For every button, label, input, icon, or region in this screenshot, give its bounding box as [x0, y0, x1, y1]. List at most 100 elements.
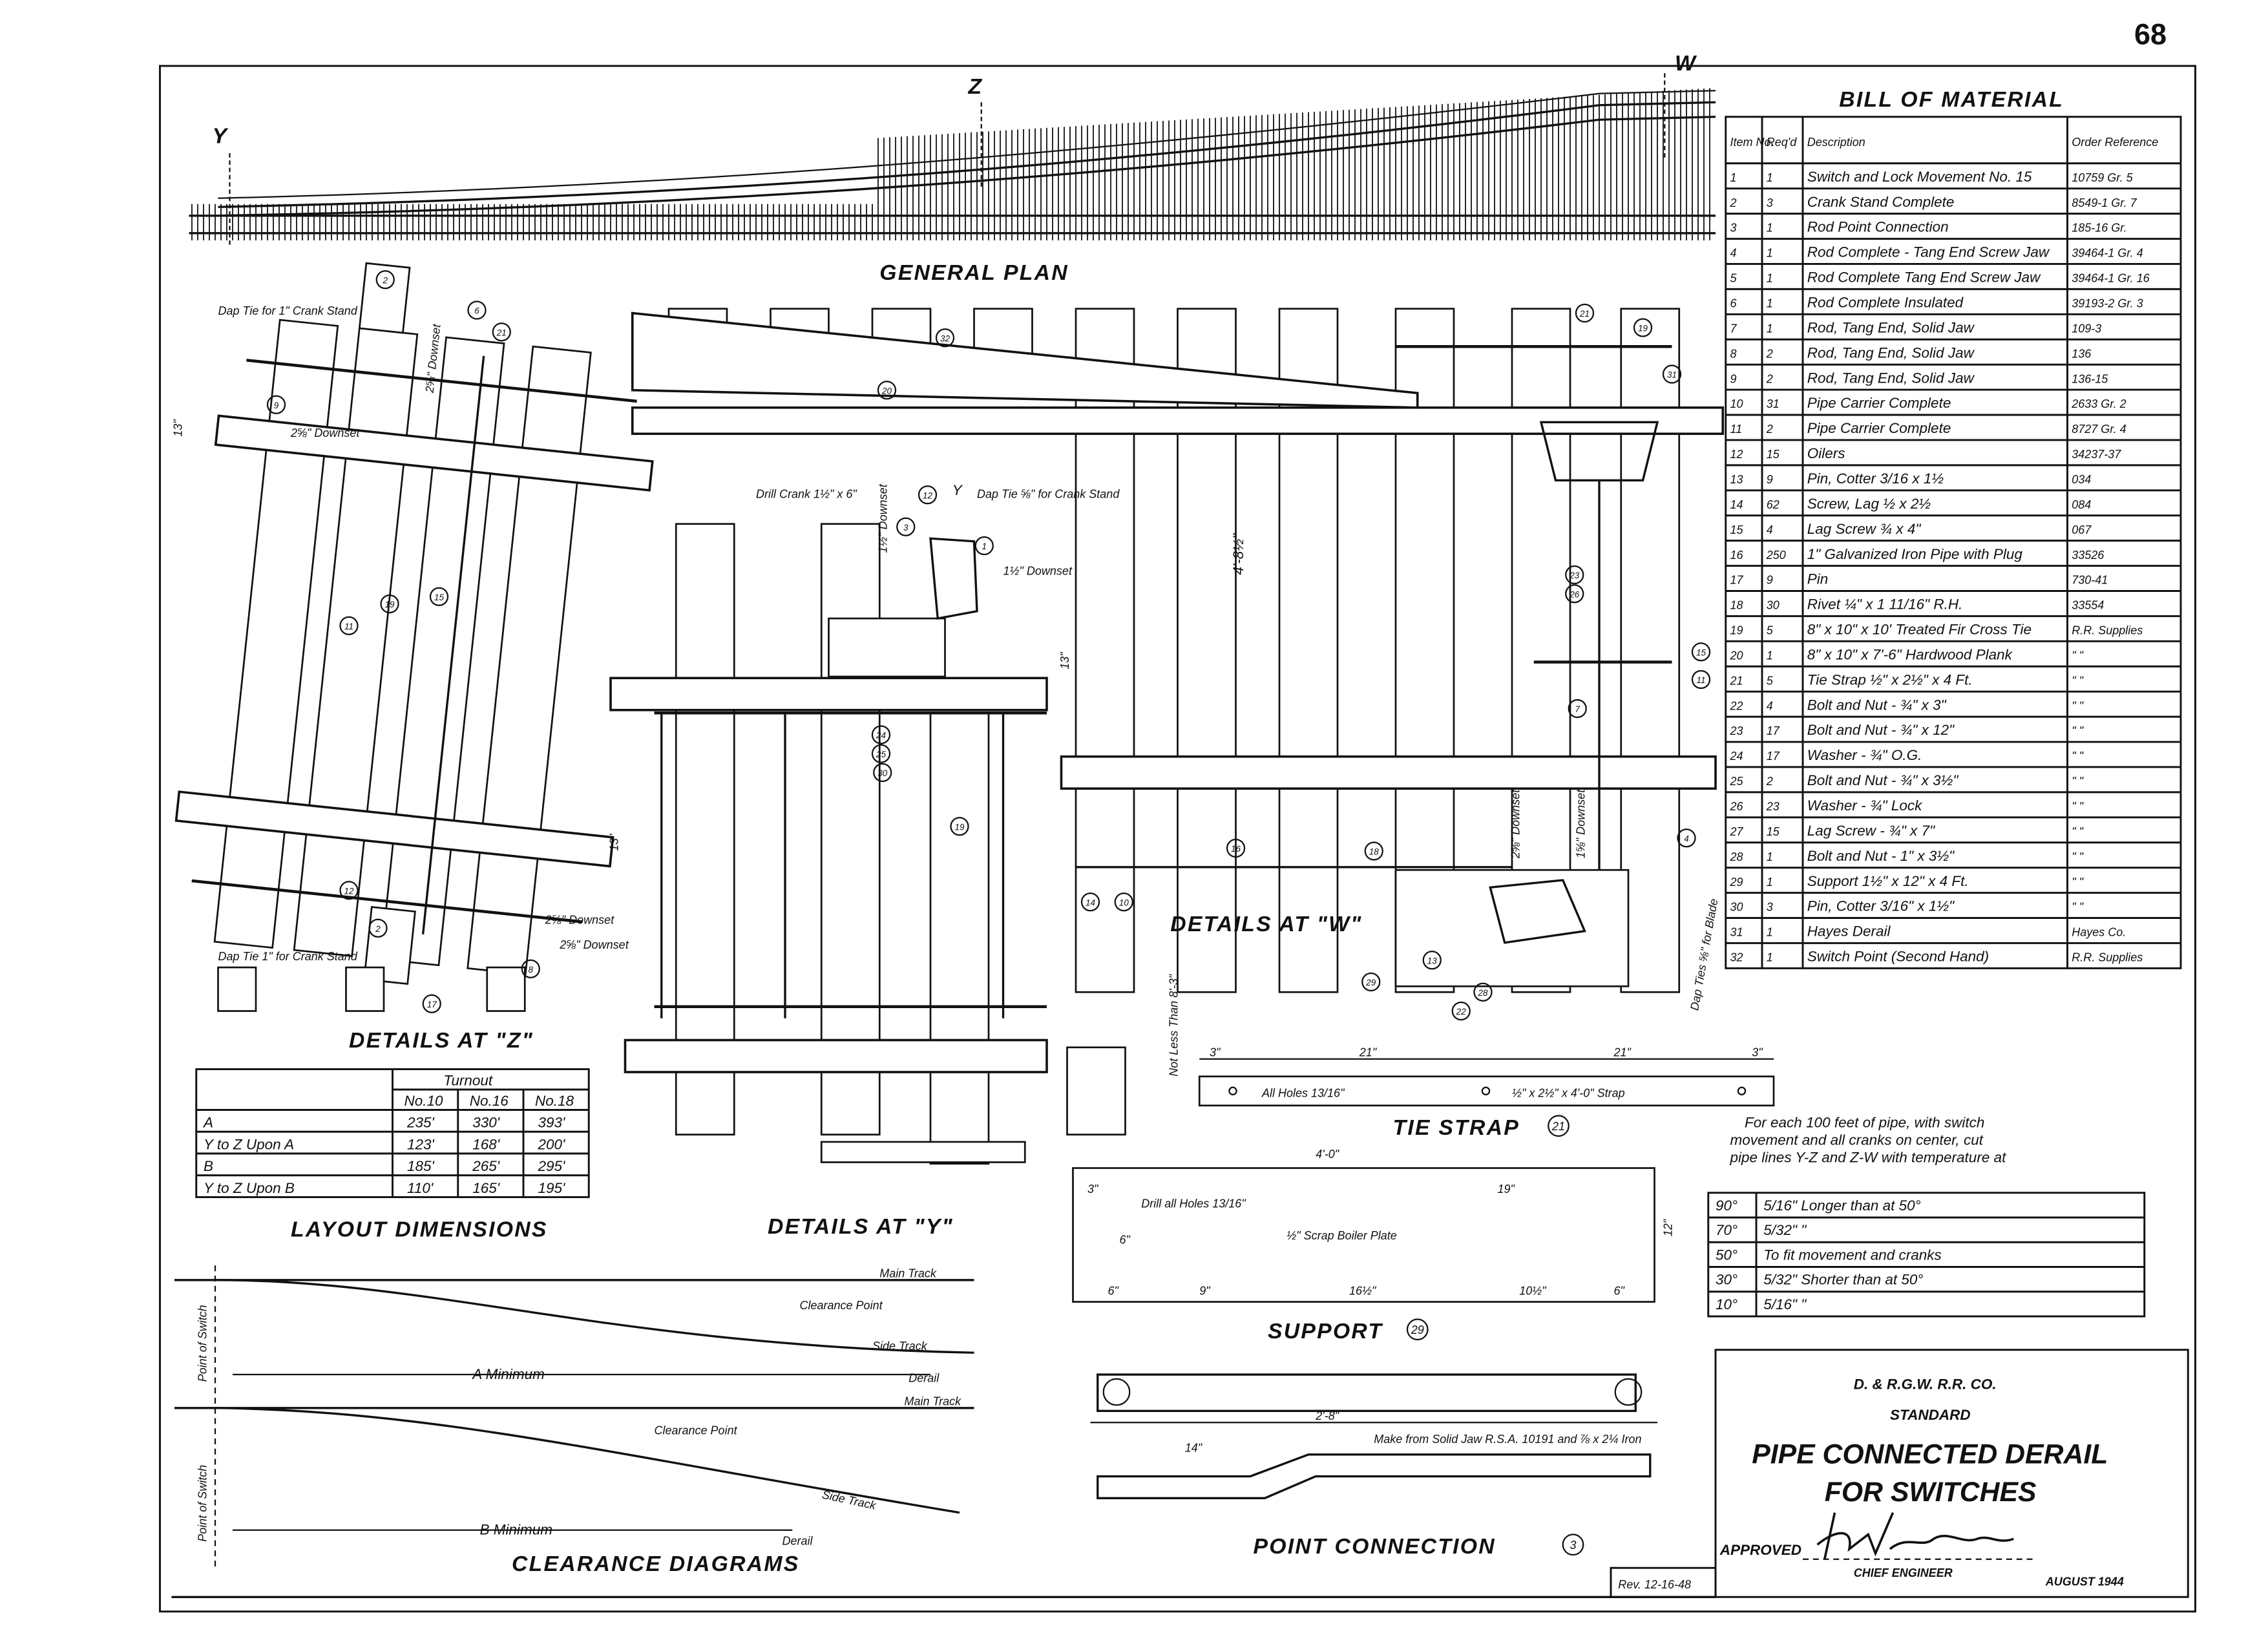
clearance-point-switch-1: Point of Switch: [196, 1305, 209, 1382]
callout-number: 32: [940, 333, 950, 343]
bom-description: Rod, Tang End, Solid Jaw: [1807, 370, 1975, 386]
bom-required: 9: [1767, 574, 1773, 587]
bom-required: 1: [1767, 297, 1773, 310]
bom-order-reference: " ": [2072, 901, 2084, 914]
tie-strap-drawing: [1198, 1058, 1775, 1107]
w-dap-blade: Dap Ties ⅝" for Blade: [1688, 898, 1720, 1011]
bom-required: 1: [1767, 222, 1773, 235]
callout-number: 19: [954, 822, 965, 832]
sheet-border: [159, 65, 2196, 1613]
callout-circle: [896, 517, 916, 536]
bom-description: Crank Stand Complete: [1807, 194, 1955, 210]
bom-header: Req'd: [1767, 136, 1797, 149]
bom-item-no: 14: [1730, 498, 1743, 511]
callout-number: 18: [1369, 847, 1380, 857]
approved-label: APPROVED: [1719, 1542, 1801, 1558]
bom-description: Rod, Tang End, Solid Jaw: [1807, 344, 1975, 361]
bom-description: 1" Galvanized Iron Pipe with Plug: [1807, 546, 2023, 562]
revision: Rev. 12-16-48: [1618, 1578, 1691, 1591]
bom-required: 17: [1767, 724, 1780, 737]
layout-cell: 110': [407, 1180, 434, 1196]
callout-number: 8: [528, 965, 533, 975]
support-dim-6: 10½": [1519, 1284, 1547, 1297]
callout-number: 29: [1365, 978, 1376, 987]
z-dim-13b: 13": [607, 833, 620, 851]
callout-number: 23: [1569, 571, 1580, 580]
callout-number: 9: [274, 401, 279, 410]
support-dim-3: 6": [1120, 1234, 1131, 1247]
bom-required: 1: [1767, 247, 1773, 260]
support-drill: Drill all Holes 13/16": [1141, 1197, 1246, 1210]
callout-number: 15: [1696, 648, 1706, 657]
clearance-main-track-2: Main Track: [905, 1395, 962, 1407]
item-callouts: 3220211931262191915111312172831212425301…: [266, 270, 1711, 1021]
details-y-title: DETAILS AT "Y": [768, 1214, 954, 1239]
callout-circle: [521, 959, 540, 978]
bom-required: 1: [1767, 649, 1773, 662]
bom-required: 1: [1767, 876, 1773, 889]
callout-circle: [380, 594, 399, 614]
bom-order-reference: 10759 Gr. 5: [2072, 171, 2133, 184]
callout-number: 6: [474, 306, 479, 316]
clearance-point-2: Clearance Point: [655, 1424, 738, 1437]
bom-order-reference: R.R. Supplies: [2072, 951, 2143, 964]
z-downset-2: 2⅝" Downset: [423, 323, 443, 394]
layout-cell: 195': [538, 1180, 566, 1196]
callout-number: 2: [382, 275, 388, 285]
support-dim-1: 3": [1087, 1183, 1099, 1196]
callout-circle: [266, 395, 286, 414]
support-overall: 4'-0": [1316, 1148, 1339, 1161]
bom-description: Tie Strap ½" x 2½" x 4 Ft.: [1807, 671, 1973, 688]
bom-item-no: 11: [1730, 423, 1743, 436]
bom-order-reference: 33526: [2072, 549, 2105, 562]
layout-column-header: No.10: [404, 1093, 444, 1109]
bom-item-no: 8: [1730, 347, 1737, 360]
layout-cell: 168': [472, 1136, 500, 1152]
general-plan-label-z: Z: [968, 74, 983, 99]
bom-item-no: 9: [1730, 372, 1737, 385]
title-standard: STANDARD: [1890, 1407, 1971, 1423]
general-plan: Y Z W GENERAL PLAN: [189, 51, 1716, 285]
bom-order-reference: " ": [2072, 699, 2084, 712]
callout-circle: [1691, 642, 1711, 662]
bom-item-no: 18: [1730, 599, 1743, 612]
callout-circle: [375, 270, 395, 290]
callout-circle: [1565, 584, 1584, 604]
bom-description: Screw, Lag ½ x 2½: [1807, 496, 1931, 512]
bom-order-reference: " ": [2072, 876, 2084, 889]
bom-required: 1: [1767, 951, 1773, 964]
title-line-1: PIPE CONNECTED DERAIL: [1752, 1438, 2108, 1470]
bom-required: 1: [1767, 322, 1773, 335]
title-company: D. & R.G.W. R.R. CO.: [1854, 1376, 1997, 1393]
y-dim-13: 13": [1058, 651, 1071, 669]
w-gauge: 4'-8½": [1230, 533, 1246, 575]
y-note-drill: Drill Crank 1½" x 6": [756, 487, 857, 500]
support-dim-4: 9": [1199, 1284, 1211, 1297]
bom-item-no: 3: [1730, 222, 1737, 235]
support-plate: [1072, 1167, 1655, 1303]
bom-order-reference: " ": [2072, 800, 2084, 813]
callout-number: 10: [1119, 898, 1129, 907]
bom-description: Pin, Cotter 3/16" x 1½": [1807, 898, 1955, 914]
bom-order-reference: 084: [2072, 498, 2091, 511]
temperature-adjustment: 5/16" Longer than at 50°: [1763, 1197, 1920, 1214]
bom-order-reference: 730-41: [2072, 574, 2108, 587]
bom-order-reference: " ": [2072, 775, 2084, 788]
callout-circle: [873, 763, 892, 783]
callout-number: 12: [923, 490, 933, 500]
bom-required: 4: [1767, 699, 1773, 712]
bom-description: Pipe Carrier Complete: [1807, 420, 1951, 436]
bom-item-no: 5: [1730, 272, 1738, 285]
callout-number: 30: [877, 768, 888, 778]
bom-required: 15: [1767, 448, 1780, 461]
title-role: CHIEF ENGINEER: [1854, 1566, 1953, 1579]
bom-description: Support 1½" x 12" x 4 Ft.: [1807, 873, 1969, 889]
callout-circle: [1568, 699, 1587, 719]
callout-number: 31: [1667, 370, 1677, 380]
bom-item-no: 20: [1730, 649, 1743, 662]
bom-item-no: 32: [1730, 951, 1743, 964]
details-at-z: [174, 262, 654, 985]
bom-required: 62: [1767, 498, 1780, 511]
callout-circle: [339, 616, 359, 635]
